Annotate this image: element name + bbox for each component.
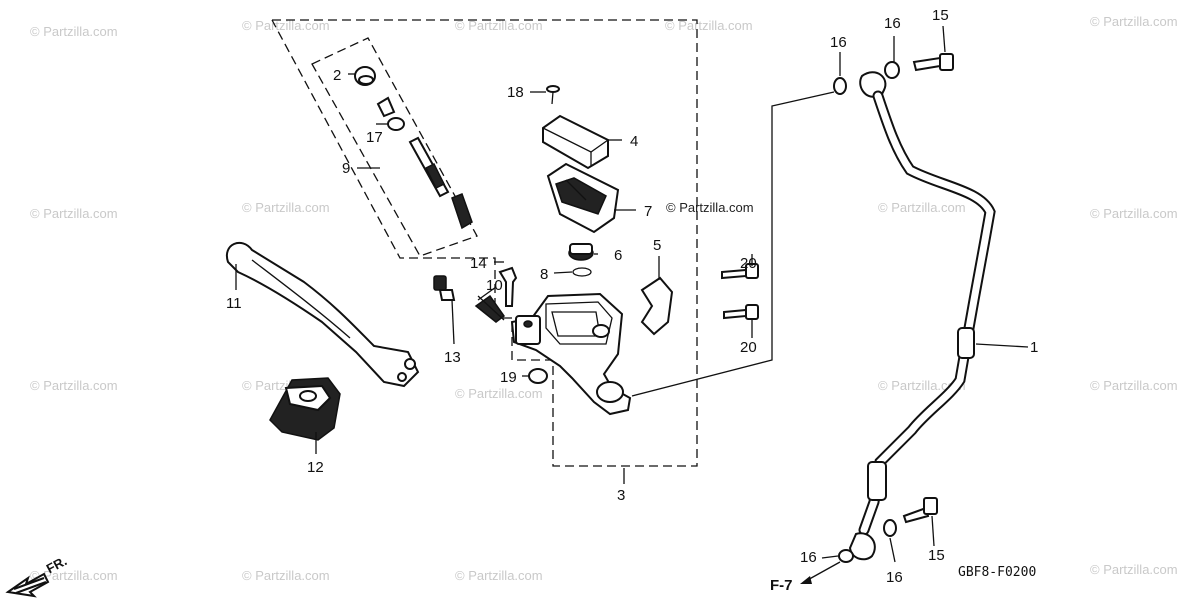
callout-20-bottom: 20 — [740, 339, 757, 356]
watermark: © Partzilla.com — [1090, 14, 1178, 29]
watermark: © Partzilla.com — [1090, 562, 1178, 577]
watermark: © Partzilla.com — [242, 568, 330, 583]
bolts-20 — [721, 263, 759, 320]
callout-9: 9 — [342, 160, 350, 177]
watermark: © Partzilla.com — [878, 200, 966, 215]
boot-and-clip — [568, 243, 594, 277]
watermark: © Partzilla.com — [1090, 206, 1178, 221]
callout-19: 19 — [500, 369, 517, 386]
callout-12: 12 — [307, 459, 324, 476]
callout-6: 6 — [614, 247, 622, 264]
callout-16-bottom-right: 16 — [886, 569, 903, 586]
watermark: © Partzilla.com — [878, 378, 966, 393]
diagram-code: GBF8-F0200 — [958, 565, 1036, 580]
page-reference[interactable]: F-7 — [770, 577, 793, 594]
watermark: © Partzilla.com — [30, 568, 118, 583]
callout-8: 8 — [540, 266, 548, 283]
watermark: © Partzilla.com — [665, 18, 753, 33]
callout-11: 11 — [226, 295, 242, 312]
callout-14: 14 — [470, 255, 487, 272]
watermark: © Partzilla.com — [1090, 378, 1178, 393]
bottom-fittings — [838, 497, 938, 563]
reservoir-cap — [542, 114, 609, 170]
master-cylinder — [510, 292, 632, 416]
callout-13: 13 — [444, 349, 461, 366]
watermark: © Partzilla.com — [30, 206, 118, 221]
callout-20-top: 20 — [740, 255, 757, 272]
callout-15-top: 15 — [932, 7, 949, 24]
piston-set — [354, 66, 473, 230]
callout-1: 1 — [1030, 339, 1038, 356]
stop-switch — [269, 377, 341, 441]
watermark: © Partzilla.com — [455, 386, 543, 401]
watermark: © Partzilla.com — [242, 200, 330, 215]
callout-7: 7 — [644, 203, 652, 220]
brake-lever — [225, 241, 420, 388]
diaphragm — [546, 162, 620, 234]
callout-18: 18 — [507, 84, 524, 101]
watermark: © Partzilla.com — [30, 24, 118, 39]
callout-16-bottom-left: 16 — [800, 549, 817, 566]
watermark: © Partzilla.com — [30, 378, 118, 393]
callout-17: 17 — [366, 129, 383, 146]
watermark: © Partzilla.com — [455, 568, 543, 583]
watermark: © Partzilla.com — [455, 18, 543, 33]
brake-hose — [848, 71, 996, 561]
callout-4: 4 — [630, 133, 638, 150]
watermark: © Partzilla.com — [242, 18, 330, 33]
callout-15-bottom: 15 — [928, 547, 945, 564]
top-fittings — [833, 53, 954, 95]
callout-10: 10 — [486, 277, 503, 294]
callout-16-top-left: 16 — [830, 34, 847, 51]
callout-2: 2 — [333, 67, 341, 84]
leader-lines — [235, 25, 1029, 584]
callout-labels: 1 2 3 4 5 6 7 8 9 10 11 12 13 14 15 15 1… — [226, 7, 1038, 586]
screw-18 — [546, 85, 560, 105]
assembly-outline — [271, 19, 698, 467]
callout-16-top-right: 16 — [884, 15, 901, 32]
holder-clamp — [640, 276, 674, 336]
callout-3: 3 — [617, 487, 625, 504]
callout-5: 5 — [653, 237, 661, 254]
watermark-center: © Partzilla.com — [666, 200, 754, 215]
